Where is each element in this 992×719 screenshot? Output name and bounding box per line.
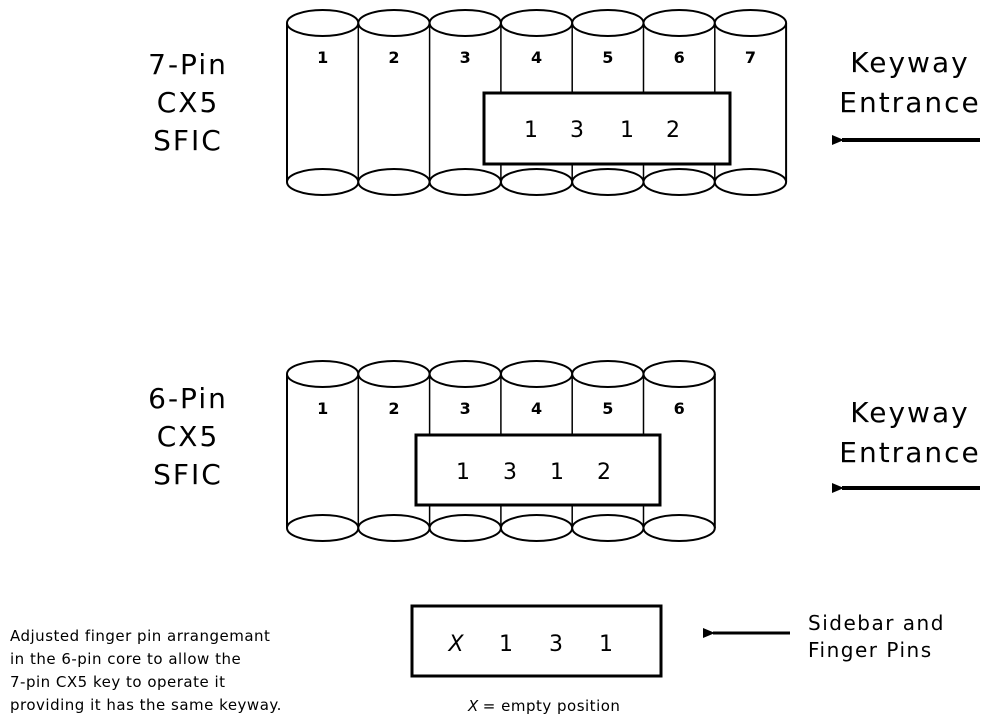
- adjusted-arrangement: X 1 3 1 X= empty position Sidebar and Fi…: [10, 604, 945, 715]
- core7-code-digit: 2: [666, 118, 680, 143]
- core6-label-line3: SFIC: [153, 458, 223, 491]
- pin-number: 1: [317, 48, 328, 67]
- core6-label-line2: CX5: [157, 420, 220, 453]
- cylinder-bottom: [357, 168, 431, 196]
- cylinder-top: [642, 360, 716, 388]
- pin-number: 2: [388, 48, 399, 67]
- note-line: 7-pin CX5 key to operate it: [10, 673, 226, 691]
- cylinder-bottom: [713, 168, 788, 196]
- core7-label-line1: 7-Pin: [148, 48, 228, 81]
- cylinder-bottom: [571, 514, 645, 542]
- core6-keyway-line1: Keyway: [850, 396, 969, 429]
- pin-number: 2: [388, 399, 399, 418]
- core-6pin: 6-Pin CX5 SFIC 1 2 3 4 5 6 1 3 1 2 Keyway Ent…: [148, 360, 980, 542]
- pin-number: 4: [531, 48, 542, 67]
- cylinder-bottom: [571, 168, 645, 196]
- core7-code-digit: 1: [620, 118, 634, 143]
- cylinder-top: [428, 9, 502, 37]
- pin-number: 5: [602, 399, 613, 418]
- legend-text: = empty position: [483, 697, 621, 715]
- pin-number: 1: [317, 399, 328, 418]
- core7-keyway-line1: Keyway: [850, 46, 969, 79]
- empty-position-legend: X= empty position: [467, 697, 620, 715]
- pin-number: 7: [745, 48, 756, 67]
- core7-keyway-line2: Entrance: [839, 86, 980, 119]
- cylinder-bottom: [499, 514, 574, 542]
- sidebar-label-line2: Finger Pins: [808, 638, 933, 662]
- pin-number: 3: [460, 48, 471, 67]
- core6-code-digit: 2: [597, 460, 611, 485]
- legend-symbol: X: [467, 697, 479, 715]
- adjusted-code-digit: 1: [499, 632, 513, 657]
- adjusted-code-digit: 3: [549, 632, 563, 657]
- pin-number: 6: [674, 399, 685, 418]
- cylinder-top: [428, 360, 502, 388]
- cylinder-top: [571, 360, 645, 388]
- cylinder-bottom: [428, 514, 502, 542]
- cylinder-bottom: [499, 168, 574, 196]
- cylinder-top: [357, 360, 431, 388]
- core7-code-box: [482, 91, 732, 166]
- note-line: providing it has the same keyway.: [10, 696, 282, 714]
- adjusted-code-empty: X: [447, 632, 464, 657]
- core6-label-line1: 6-Pin: [148, 382, 228, 415]
- cylinder-bottom: [642, 168, 716, 196]
- pin-number: 3: [460, 399, 471, 418]
- adjusted-code-digit: 1: [599, 632, 613, 657]
- cylinder-bottom: [428, 168, 502, 196]
- cylinder-bottom: [286, 514, 360, 542]
- core7-label-line2: CX5: [157, 86, 220, 119]
- cylinder-top: [286, 360, 360, 388]
- cylinder-top: [499, 360, 574, 388]
- core6-code-box: [414, 433, 662, 507]
- cylinder-top: [713, 9, 788, 37]
- core6-code-digit: 1: [550, 460, 564, 485]
- core6-code-digit: 3: [503, 460, 517, 485]
- cylinder-top: [357, 9, 431, 37]
- pin-number: 4: [531, 399, 542, 418]
- core7-code-digit: 3: [570, 118, 584, 143]
- cylinder-top: [499, 9, 574, 37]
- core-7pin: 7-Pin CX5 SFIC 1 2 3 4 5 6 7 1 3 1 2 Keyway En…: [148, 9, 980, 196]
- cylinder-bottom: [642, 514, 716, 542]
- cylinder-top: [571, 9, 645, 37]
- pin-number: 6: [674, 48, 685, 67]
- sidebar-label-line1: Sidebar and: [808, 611, 945, 635]
- cylinder-bottom: [286, 168, 360, 196]
- core7-code-digit: 1: [524, 118, 538, 143]
- cylinder-top: [286, 9, 360, 37]
- core7-label-line3: SFIC: [153, 124, 223, 157]
- adjusted-code-box: [410, 604, 663, 678]
- note-line: Adjusted finger pin arrangemant: [10, 627, 270, 645]
- note-line: in the 6-pin core to allow the: [10, 650, 241, 668]
- core6-code-digit: 1: [456, 460, 470, 485]
- pin-number: 5: [602, 48, 613, 67]
- cylinder-bottom: [357, 514, 431, 542]
- cylinder-top: [642, 9, 716, 37]
- core6-keyway-line2: Entrance: [839, 436, 980, 469]
